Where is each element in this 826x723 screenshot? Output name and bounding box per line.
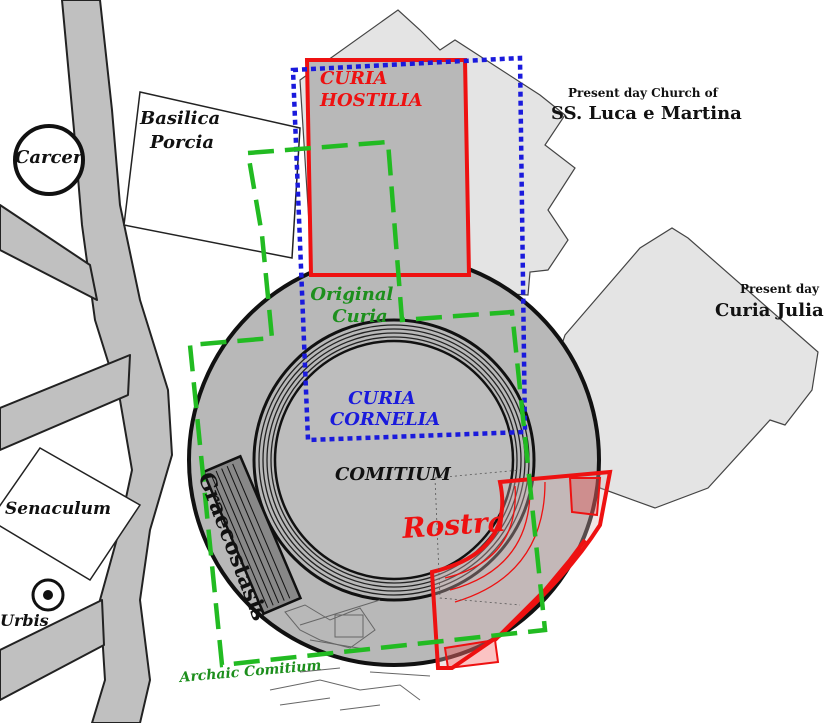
road-bottom-branch — [0, 599, 105, 701]
roads — [0, 0, 173, 723]
senaculum-outline — [0, 447, 142, 582]
carcer-label: Carcer — [15, 147, 84, 168]
ruins-sketch — [269, 599, 431, 711]
road-upper-branch — [0, 204, 98, 301]
comitium-label: COMITIUM — [335, 464, 452, 485]
curia-julia-label: Present day Curia Julia — [715, 278, 825, 321]
road-lower-branch — [0, 354, 131, 451]
senaculum-label: Senaculum — [5, 499, 111, 519]
rostra-label: Rostra — [400, 505, 507, 545]
basilica-porcia-outline — [123, 91, 301, 259]
urbis-label: Urbis — [0, 611, 49, 630]
church-label: Present day Church of SS. Luca e Martina — [551, 82, 742, 124]
carcer-outline — [13, 124, 85, 196]
original-curia-outline — [187, 139, 548, 668]
curia-hostilia-label: CURIA HOSTILIA — [319, 68, 423, 111]
graecostasis-structure — [201, 454, 303, 616]
curia-cornelia-label: CURIA CORNELIA — [330, 388, 440, 430]
original-curia-label: Original Curia — [310, 284, 399, 327]
rostra-structure — [429, 469, 613, 670]
urbis-marker — [31, 578, 65, 612]
basilica-porcia-label: Basilica Porcia — [139, 108, 226, 153]
reference-lines — [434, 469, 521, 606]
comitium-plaza — [187, 253, 601, 667]
